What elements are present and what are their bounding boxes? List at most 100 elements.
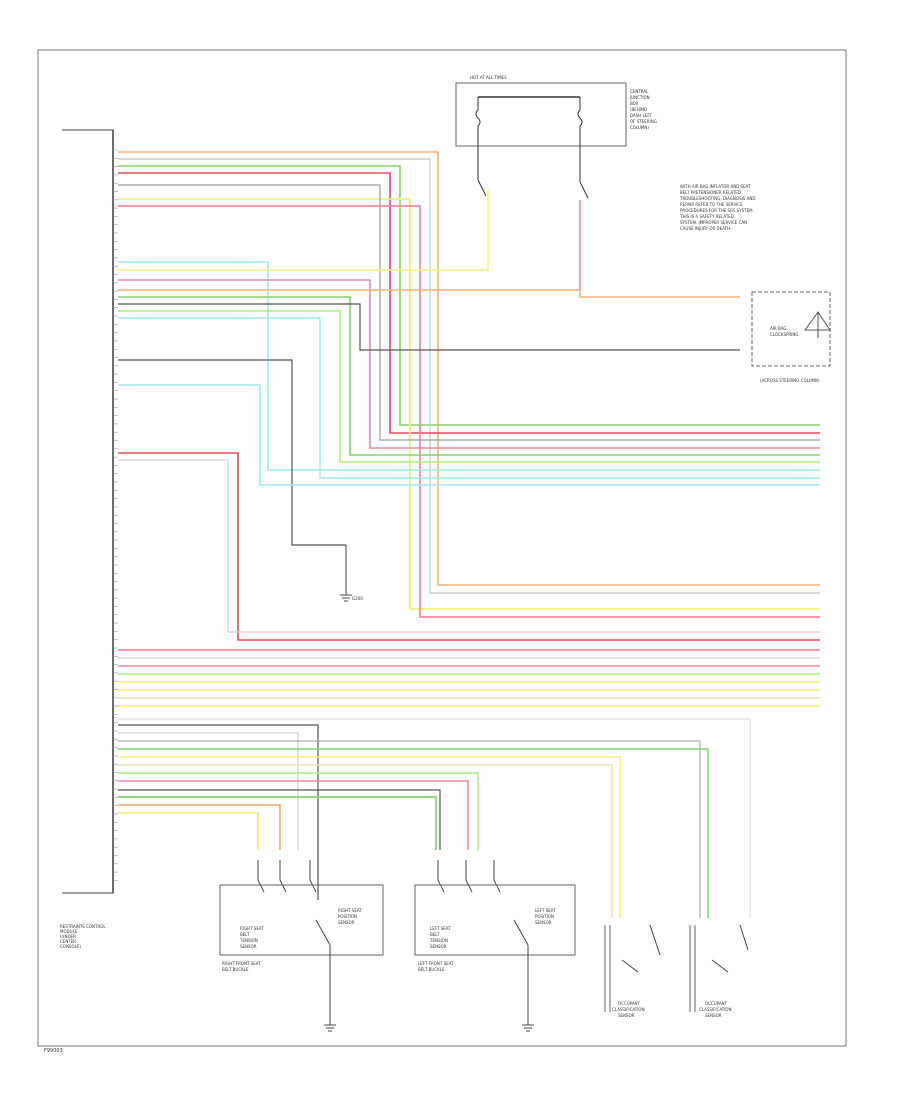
left-seat-module-4: SENSOR (430, 944, 447, 949)
wire-yellow-1 (118, 198, 820, 610)
right-position-sensor-2: POSITION (338, 914, 357, 919)
module-label-line-3: (UNDER (60, 934, 76, 939)
note-line-7: SYSTEM. IMPROPER SERVICE CAN (680, 220, 747, 225)
switch-5 (493, 860, 501, 893)
switch-1 (279, 860, 287, 893)
right-seat-caption-2: BELT BUCKLE (222, 967, 249, 972)
wire-green-2 (118, 296, 820, 456)
fuse-box-side-6: OF STEERING (630, 119, 657, 124)
left-seat-module-1: LEFT SEAT (430, 926, 451, 931)
switch-2 (309, 860, 317, 893)
wire-dark-2 (118, 359, 346, 546)
wire-gray-3 (118, 459, 820, 633)
note-line-4: REPAIR REFER TO THE SERVICE (680, 202, 743, 207)
switch-0 (257, 860, 265, 893)
note-line-2: BELT PRETENSIONER RELATED (680, 190, 741, 195)
right-position-sensor-1: RIGHT SEAT (338, 908, 362, 913)
note-line-1: WITH AIR BAG INFLATOR AND SEAT (680, 184, 751, 189)
diagram-id: F99003 (44, 1048, 63, 1054)
wire-pink-1 (118, 205, 820, 618)
wire-pink-2 (118, 279, 820, 449)
right-position-sensor-3: SENSOR (338, 920, 355, 925)
wire-gray-4 (118, 732, 299, 850)
fuse-box-side-1: CENTRAL (630, 89, 649, 94)
left-position-sensor-3: SENSOR (535, 920, 552, 925)
wire-tan-1 (118, 764, 613, 918)
wire-yellow-4 (118, 812, 259, 850)
weight-sensor-right-3: SENSOR (618, 1013, 635, 1018)
fuse-box-side-7: COLUMN) (630, 125, 649, 130)
note-line-3: TROUBLESHOOTING, DIAGNOSIS AND (679, 196, 755, 201)
wire-cyan-1 (118, 261, 820, 471)
wire-dark-1 (118, 303, 740, 351)
module-label-line-2: MODULE (60, 929, 78, 934)
ground-g200: G200 (324, 545, 534, 1032)
wire-orange-2 (118, 289, 740, 298)
left-seat-caption-2: BELT BUCKLE (418, 967, 445, 972)
left-seat-module-3: TENSION (429, 938, 448, 943)
occupant-classification-sensor-left: OCCUPANT CLASSIFICATION SENSOR (689, 924, 749, 1018)
wire-gray-1 (118, 158, 820, 594)
note-line-6: THIS IS A SAFETY RELATED (679, 214, 734, 219)
right-seat-module-2: BELT (240, 932, 250, 937)
switch-3 (437, 860, 445, 893)
left-seat-belt-sensor: LEFT SEAT BELT TENSION SENSOR LEFT FRONT… (414, 884, 576, 1000)
right-seat-module-3: TENSION (239, 938, 258, 943)
air-bag-clockspring: AIR BAG CLOCKSPRING (ACROSS STEERING COL… (751, 291, 831, 383)
module-label-line-4: CENTER (60, 939, 76, 944)
fuse-box-side-4: (BEHIND (630, 107, 647, 112)
wire-harness (118, 151, 820, 918)
wire-dark-3 (118, 724, 319, 900)
clockspring-label-2: CLOCKSPRING (770, 332, 798, 337)
wire-gray-5 (118, 740, 701, 918)
fuse-box-side-2: JUNCTION (629, 95, 650, 100)
right-seat-belt-sensor: RIGHT SEAT BELT TENSION SENSOR RIGHT FRO… (219, 884, 384, 1000)
weight-sensor-right-2: CLASSIFICATION (612, 1007, 645, 1012)
wire-green-4 (118, 796, 437, 850)
module-label-line-1: RESTRAINTS CONTROL (60, 924, 106, 929)
module-label-line-5: CONSOLE) (60, 944, 81, 949)
ground-label: G200 (352, 596, 363, 601)
switch-4 (465, 860, 473, 893)
wire-orange-1 (118, 151, 820, 586)
service-note: WITH AIR BAG INFLATOR AND SEAT BELT PRET… (679, 184, 755, 231)
wire-pink-4 (118, 780, 469, 850)
wire-orange-3 (118, 804, 281, 850)
right-seat-caption-1: RIGHT FRONT SEAT (222, 961, 261, 966)
wire-green-1 (118, 165, 820, 426)
fuse-box-side-5: DASH LEFT (630, 113, 653, 118)
left-position-sensor-1: LEFT SEAT (535, 908, 556, 913)
wire-yellow-3 (118, 756, 621, 918)
wire-gray-2 (118, 184, 820, 441)
weight-sensor-right-1: OCCUPANT (618, 1001, 641, 1006)
wire-lime-2 (118, 772, 479, 850)
note-line-5: PROCEDURES FOR THE SRS SYSTEM. (680, 208, 754, 213)
fuse-box-side-3: BOX (630, 101, 639, 106)
fuse-box-title: HOT AT ALL TIMES (470, 75, 507, 80)
wire-red-2 (118, 452, 820, 641)
right-seat-module-4: SENSOR (240, 944, 257, 949)
wire-gray-6 (118, 718, 751, 918)
wire-cyan-2 (118, 317, 820, 479)
wire-yellow-2 (118, 190, 489, 271)
clockspring-label-1: AIR BAG (770, 326, 786, 331)
central-junction-box: HOT AT ALL TIMES CENTRAL JUNCTION BOX (B… (455, 75, 657, 199)
right-seat-module-1: RIGHT SEAT (240, 926, 264, 931)
wire-green-3 (118, 748, 709, 918)
restraints-control-module: RESTRAINTS CONTROL MODULE (UNDER CENTER … (60, 129, 114, 949)
wire-lime-1 (118, 310, 820, 463)
wire-dark-4 (118, 789, 441, 850)
left-seat-module-2: BELT (430, 932, 440, 937)
note-line-8: CAUSE INJURY OR DEATH. (680, 226, 731, 231)
weight-sensor-left-3: SENSOR (705, 1013, 722, 1018)
clockspring-caption: (ACROSS STEERING COLUMN) (760, 378, 820, 383)
weight-sensor-left-2: CLASSIFICATION (699, 1007, 732, 1012)
wire-red-1 (118, 172, 820, 434)
weight-sensor-left-1: OCCUPANT (705, 1001, 728, 1006)
wire-cyan-3 (118, 384, 820, 486)
left-position-sensor-2: POSITION (535, 914, 554, 919)
diagram-border (37, 49, 847, 1047)
occupant-classification-sensor-right: OCCUPANT CLASSIFICATION SENSOR (604, 924, 661, 1018)
left-seat-caption-1: LEFT FRONT SEAT (418, 961, 454, 966)
